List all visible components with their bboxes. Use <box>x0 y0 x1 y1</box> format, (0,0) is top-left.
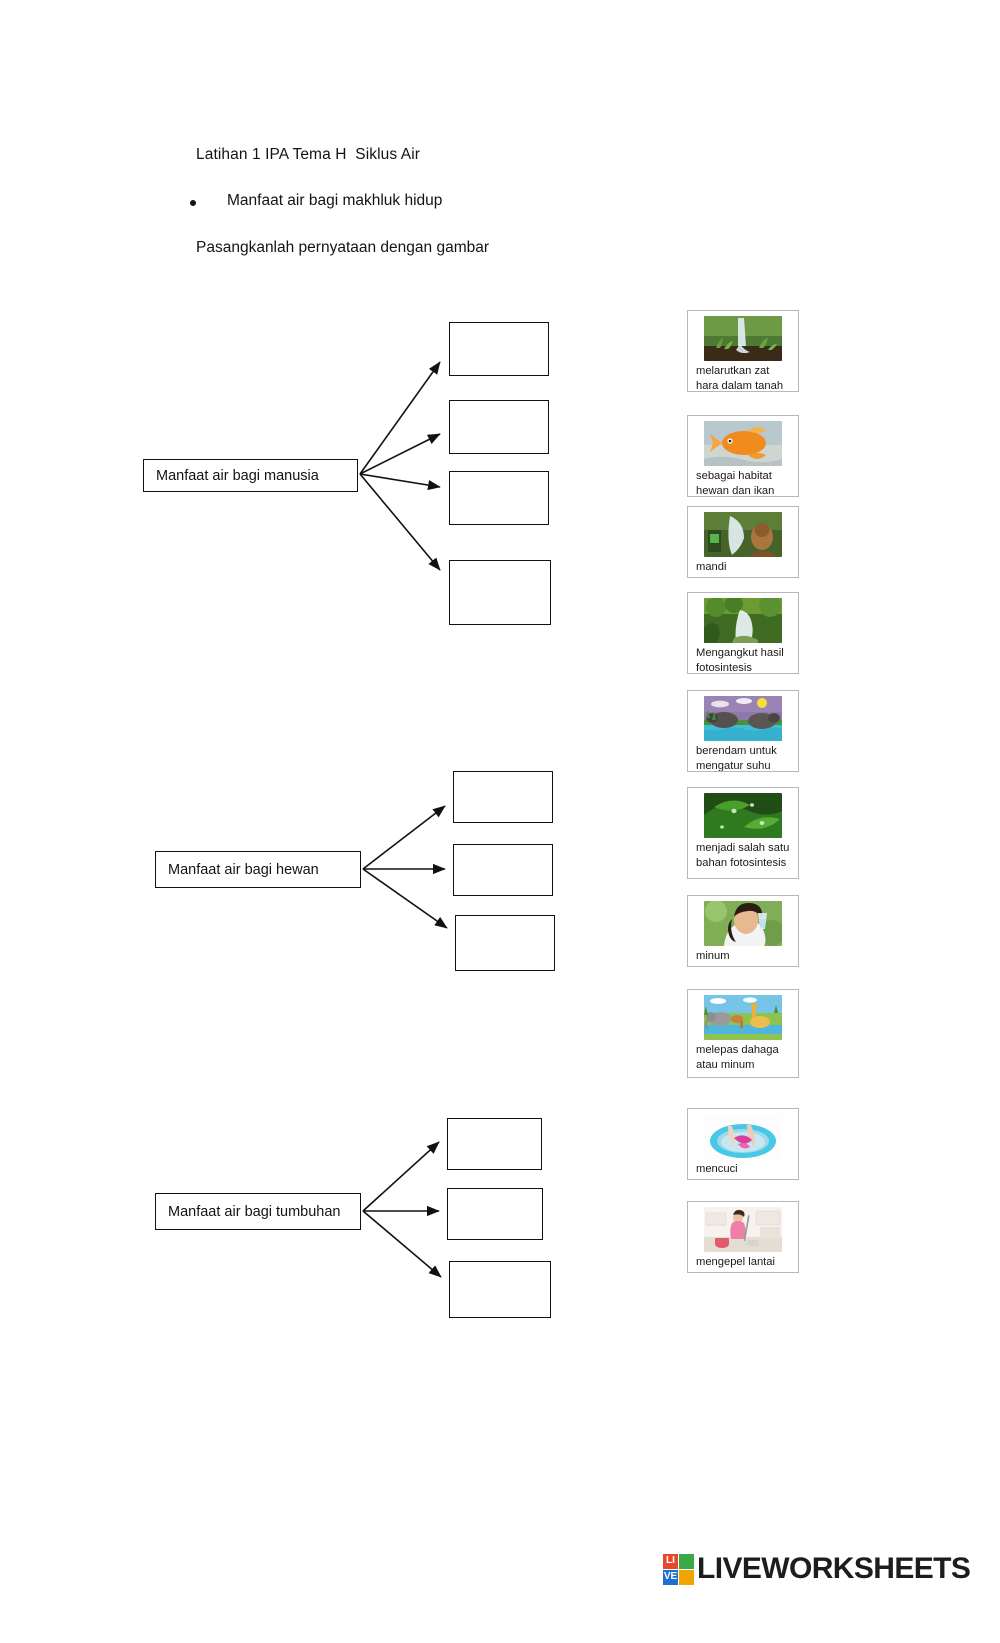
answer-card-3[interactable]: mandi <box>687 506 799 578</box>
logo-tile-2 <box>679 1553 694 1569</box>
drop-box-manusia-3[interactable] <box>449 471 549 525</box>
liveworksheets-logo-tiles-icon: LI VE <box>663 1553 694 1585</box>
category-label-manusia: Manfaat air bagi manusia <box>156 467 319 484</box>
hands-washing-clothes-in-basin-image <box>704 1114 782 1159</box>
drop-box-tumbuhan-1[interactable] <box>447 1118 542 1170</box>
answer-card-10-caption: mengepel lantai <box>696 1256 775 1268</box>
category-label-tumbuhan: Manfaat air bagi tumbuhan <box>168 1203 341 1220</box>
drop-box-tumbuhan-3[interactable] <box>449 1261 551 1318</box>
answer-card-2-caption: sebagai habitat hewan dan ikan <box>696 470 775 497</box>
liveworksheets-logo: LI VE LIVEWORKSHEETS <box>663 1552 971 1586</box>
category-box-hewan: Manfaat air bagi hewan <box>155 851 361 888</box>
answer-card-4[interactable]: Mengangkut hasil fotosintesis <box>687 592 799 674</box>
answer-card-4-caption: Mengangkut hasil fotosintesis <box>696 647 784 674</box>
bullet-item: Manfaat air bagi makhluk hidup <box>190 192 442 210</box>
answer-card-6-caption: menjadi salah satu bahan fotosintesis <box>696 842 790 869</box>
answer-card-8-caption: melepas dahaga atau minum <box>696 1044 779 1071</box>
forest-waterfall-image <box>704 598 782 643</box>
drop-box-manusia-1[interactable] <box>449 322 549 376</box>
category-box-manusia: Manfaat air bagi manusia <box>143 459 358 492</box>
answer-card-10[interactable]: mengepel lantai <box>687 1201 799 1273</box>
logo-tile-4 <box>679 1569 694 1585</box>
drop-box-hewan-1[interactable] <box>453 771 553 823</box>
liveworksheets-logo-text: LIVEWORKSHEETS <box>697 1552 971 1585</box>
green-leaves-with-dew-image <box>704 793 782 838</box>
bullet-dot-icon <box>190 200 196 206</box>
drop-box-hewan-2[interactable] <box>453 844 553 896</box>
bullet-item-label: Manfaat air bagi makhluk hidup <box>227 192 443 209</box>
answer-card-5[interactable]: berendam untuk mengatur suhu <box>687 690 799 772</box>
drop-box-manusia-2[interactable] <box>449 400 549 454</box>
page-title: Latihan 1 IPA Tema H Siklus Air <box>196 146 421 163</box>
answer-card-7[interactable]: minum <box>687 895 799 967</box>
child-bathing-under-water-image <box>704 512 782 557</box>
savanna-animals-at-waterhole-image <box>704 995 782 1040</box>
logo-tile-3: VE <box>663 1569 678 1585</box>
answer-card-1[interactable]: melarutkan zat hara dalam tanah <box>687 310 799 392</box>
answer-card-2[interactable]: sebagai habitat hewan dan ikan <box>687 415 799 497</box>
answer-card-3-caption: mandi <box>696 561 727 573</box>
goldfish-in-water-image <box>704 421 782 466</box>
waterfall-seedlings-soil-image <box>704 316 782 361</box>
woman-mopping-floor-image <box>704 1207 782 1252</box>
drop-box-hewan-3[interactable] <box>455 915 555 971</box>
answer-card-9-caption: mencuci <box>696 1163 738 1175</box>
answer-card-5-caption: berendam untuk mengatur suhu <box>696 745 777 772</box>
drop-box-tumbuhan-2[interactable] <box>447 1188 543 1240</box>
category-label-hewan: Manfaat air bagi hewan <box>168 861 319 878</box>
woman-drinking-glass-of-water-image <box>704 901 782 946</box>
answer-card-6[interactable]: menjadi salah satu bahan fotosintesis <box>687 787 799 879</box>
answer-card-9[interactable]: mencuci <box>687 1108 799 1180</box>
buffalo-soaking-in-river-image <box>704 696 782 741</box>
category-box-tumbuhan: Manfaat air bagi tumbuhan <box>155 1193 361 1230</box>
answer-card-8[interactable]: melepas dahaga atau minum <box>687 989 799 1078</box>
logo-tile-1: LI <box>663 1553 678 1569</box>
answer-card-7-caption: minum <box>696 950 730 962</box>
answer-card-1-caption: melarutkan zat hara dalam tanah <box>696 365 784 392</box>
instruction-text: Pasangkanlah pernyataan dengan gambar <box>196 239 490 256</box>
drop-box-manusia-4[interactable] <box>449 560 551 625</box>
